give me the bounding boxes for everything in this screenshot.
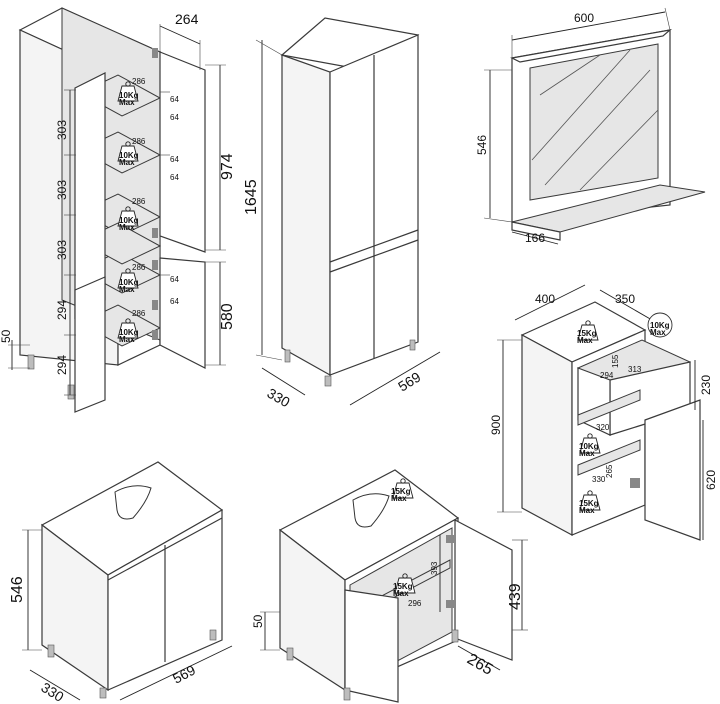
dim-sink-open-leg: 50 bbox=[251, 614, 265, 628]
dim-tall-closed-depth: 330 bbox=[265, 385, 293, 411]
dim-sink-open-height: 439 bbox=[507, 583, 524, 610]
dim-mirror-height: 546 bbox=[475, 135, 489, 155]
hinge bbox=[630, 478, 640, 488]
dim-shelf-spacing-1: 303 bbox=[55, 120, 69, 140]
hinge bbox=[446, 535, 454, 543]
dim-tall-closed-width: 569 bbox=[395, 368, 423, 394]
dim-sink-closed-height: 546 bbox=[9, 576, 26, 603]
dim-sink-shelf-depth: 296 bbox=[408, 599, 422, 608]
dim-shelf-spacing-3: 303 bbox=[55, 240, 69, 260]
dim-shelf-depth-3: 286 bbox=[132, 197, 146, 206]
tall-cabinet-closed: 1645 330 569 bbox=[243, 17, 441, 411]
dim-shelf-spacing-2: 303 bbox=[55, 180, 69, 200]
dim-shelf-depth-2: 286 bbox=[132, 137, 146, 146]
dim-shelf-height-6: 64 bbox=[170, 297, 179, 306]
dim-tall-leg: 50 bbox=[0, 329, 13, 343]
dim-side-shelf-height: 265 bbox=[605, 464, 614, 478]
dim-shelf-height-5: 64 bbox=[170, 275, 179, 284]
dim-upper-door: 974 bbox=[219, 153, 236, 180]
dim-mirror-shelf: 166 bbox=[525, 231, 545, 245]
dim-side-shelf-depth-bottom: 330 bbox=[592, 475, 606, 484]
dim-tall-height: 1645 bbox=[243, 179, 260, 215]
wall-mirror: 600 546 166 bbox=[475, 7, 706, 245]
dim-sink-door-width: 265 bbox=[464, 651, 496, 679]
tall-cabinet-open: 264 303 303 303 294 294 50 286 286 286 2… bbox=[0, 7, 236, 413]
dim-sink-closed-depth: 330 bbox=[38, 679, 66, 704]
dim-shelf-height-3: 64 bbox=[170, 155, 179, 164]
dim-shelf-height-2: 64 bbox=[170, 113, 179, 122]
dim-tall-depth: 264 bbox=[175, 11, 199, 27]
dim-drawer-width: 313 bbox=[628, 365, 642, 374]
dim-side-width: 400 bbox=[535, 292, 555, 306]
dim-shelf-spacing-5: 294 bbox=[55, 355, 69, 375]
dim-shelf-height-4: 64 bbox=[170, 173, 179, 182]
sink-cabinet-closed: 546 330 569 bbox=[9, 461, 233, 704]
dim-side-shelf-depth-top: 320 bbox=[596, 423, 610, 432]
dim-drawer-height: 230 bbox=[699, 375, 713, 395]
dim-shelf-depth-5: 286 bbox=[132, 309, 146, 318]
dim-drawer-depth: 294 bbox=[600, 371, 614, 380]
dim-side-height: 900 bbox=[489, 415, 503, 435]
dim-shelf-depth-4: 286 bbox=[132, 263, 146, 272]
dim-shelf-height-1: 64 bbox=[170, 95, 179, 104]
dim-mirror-width: 600 bbox=[574, 11, 594, 25]
side-cabinet: 400 350 900 230 620 294 313 155 320 330 … bbox=[489, 284, 718, 541]
dim-side-lower-door: 620 bbox=[704, 470, 718, 490]
hinge bbox=[446, 600, 454, 608]
dim-drawer-inner-height: 155 bbox=[611, 354, 620, 368]
dim-side-depth: 350 bbox=[615, 292, 635, 306]
dim-lower-door: 580 bbox=[219, 303, 236, 330]
dim-shelf-spacing-4: 294 bbox=[55, 300, 69, 320]
dim-shelf-depth-1: 286 bbox=[132, 77, 146, 86]
dim-sink-closed-width: 569 bbox=[170, 661, 198, 686]
dim-sink-inner-height: 393 bbox=[430, 561, 439, 575]
weight-badge bbox=[647, 312, 673, 338]
